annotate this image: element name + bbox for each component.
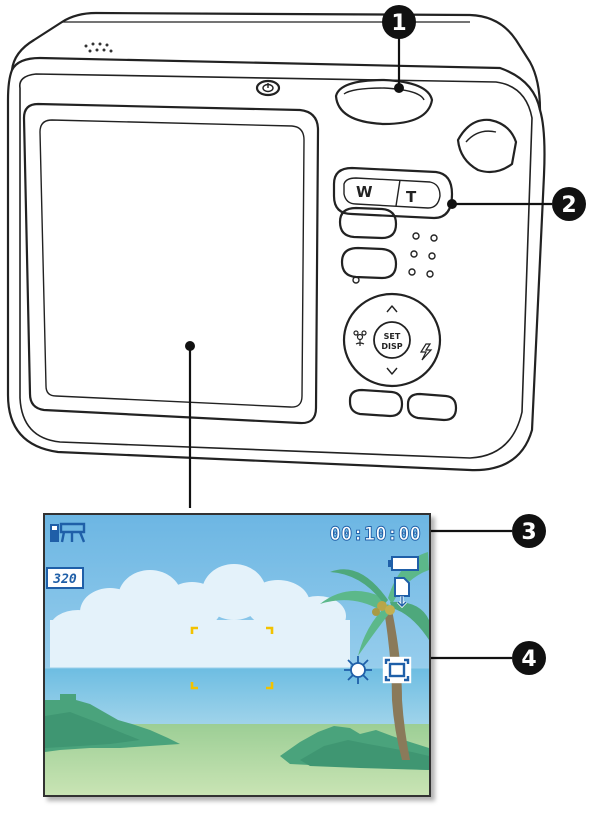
lcd-screen-inner [39,119,305,408]
disp-button-label: DISP [381,342,402,351]
navigation-dial[interactable] [342,292,442,388]
power-button[interactable] [255,79,281,97]
callout-2: 2 [552,187,586,221]
menu-button[interactable] [348,388,404,418]
focus-brackets [190,626,274,690]
memory-card-icon [394,577,410,609]
callout-3-number: 3 [521,520,536,545]
strap-lug [456,118,518,174]
mode-button[interactable] [338,206,398,240]
movie-mode-icon [50,522,86,543]
zoom-wide-label: W [356,183,373,201]
palm-tree [320,552,429,760]
callout-2-number: 2 [561,193,576,218]
flash-icon [419,343,433,361]
camera-front-bevel [19,73,533,459]
clouds [50,564,350,670]
focus-area-icon [382,656,412,684]
white-balance-icon [344,656,372,684]
speaker-dots [408,232,438,278]
camera-body [6,11,546,472]
zoom-tele-label: T [406,188,417,206]
callout-1: 1 [382,5,416,39]
callout-1-number: 1 [391,11,406,36]
speaker-grille [84,42,113,53]
camera-outer-shell [6,56,546,472]
recording-time: 00:10:00 [329,523,421,545]
callout-3: 3 [512,514,546,548]
shutter-button[interactable] [334,78,434,126]
delete-button[interactable] [406,392,458,422]
resolution-indicator: 320 [46,567,84,589]
status-led [352,276,360,284]
lcd-screen-outline [22,102,320,425]
callout-4-number: 4 [521,647,536,672]
macro-flower-icon [353,330,367,346]
battery-icon [388,556,419,571]
camera-top-surface [10,11,542,111]
lcd-screen-view: 320 00:10:00 [43,513,431,797]
set-button-label: SET [384,332,401,341]
resolution-label: 320 [52,572,77,587]
playback-button[interactable] [340,246,398,280]
callout-4: 4 [512,641,546,675]
zoom-lever[interactable] [332,166,454,220]
